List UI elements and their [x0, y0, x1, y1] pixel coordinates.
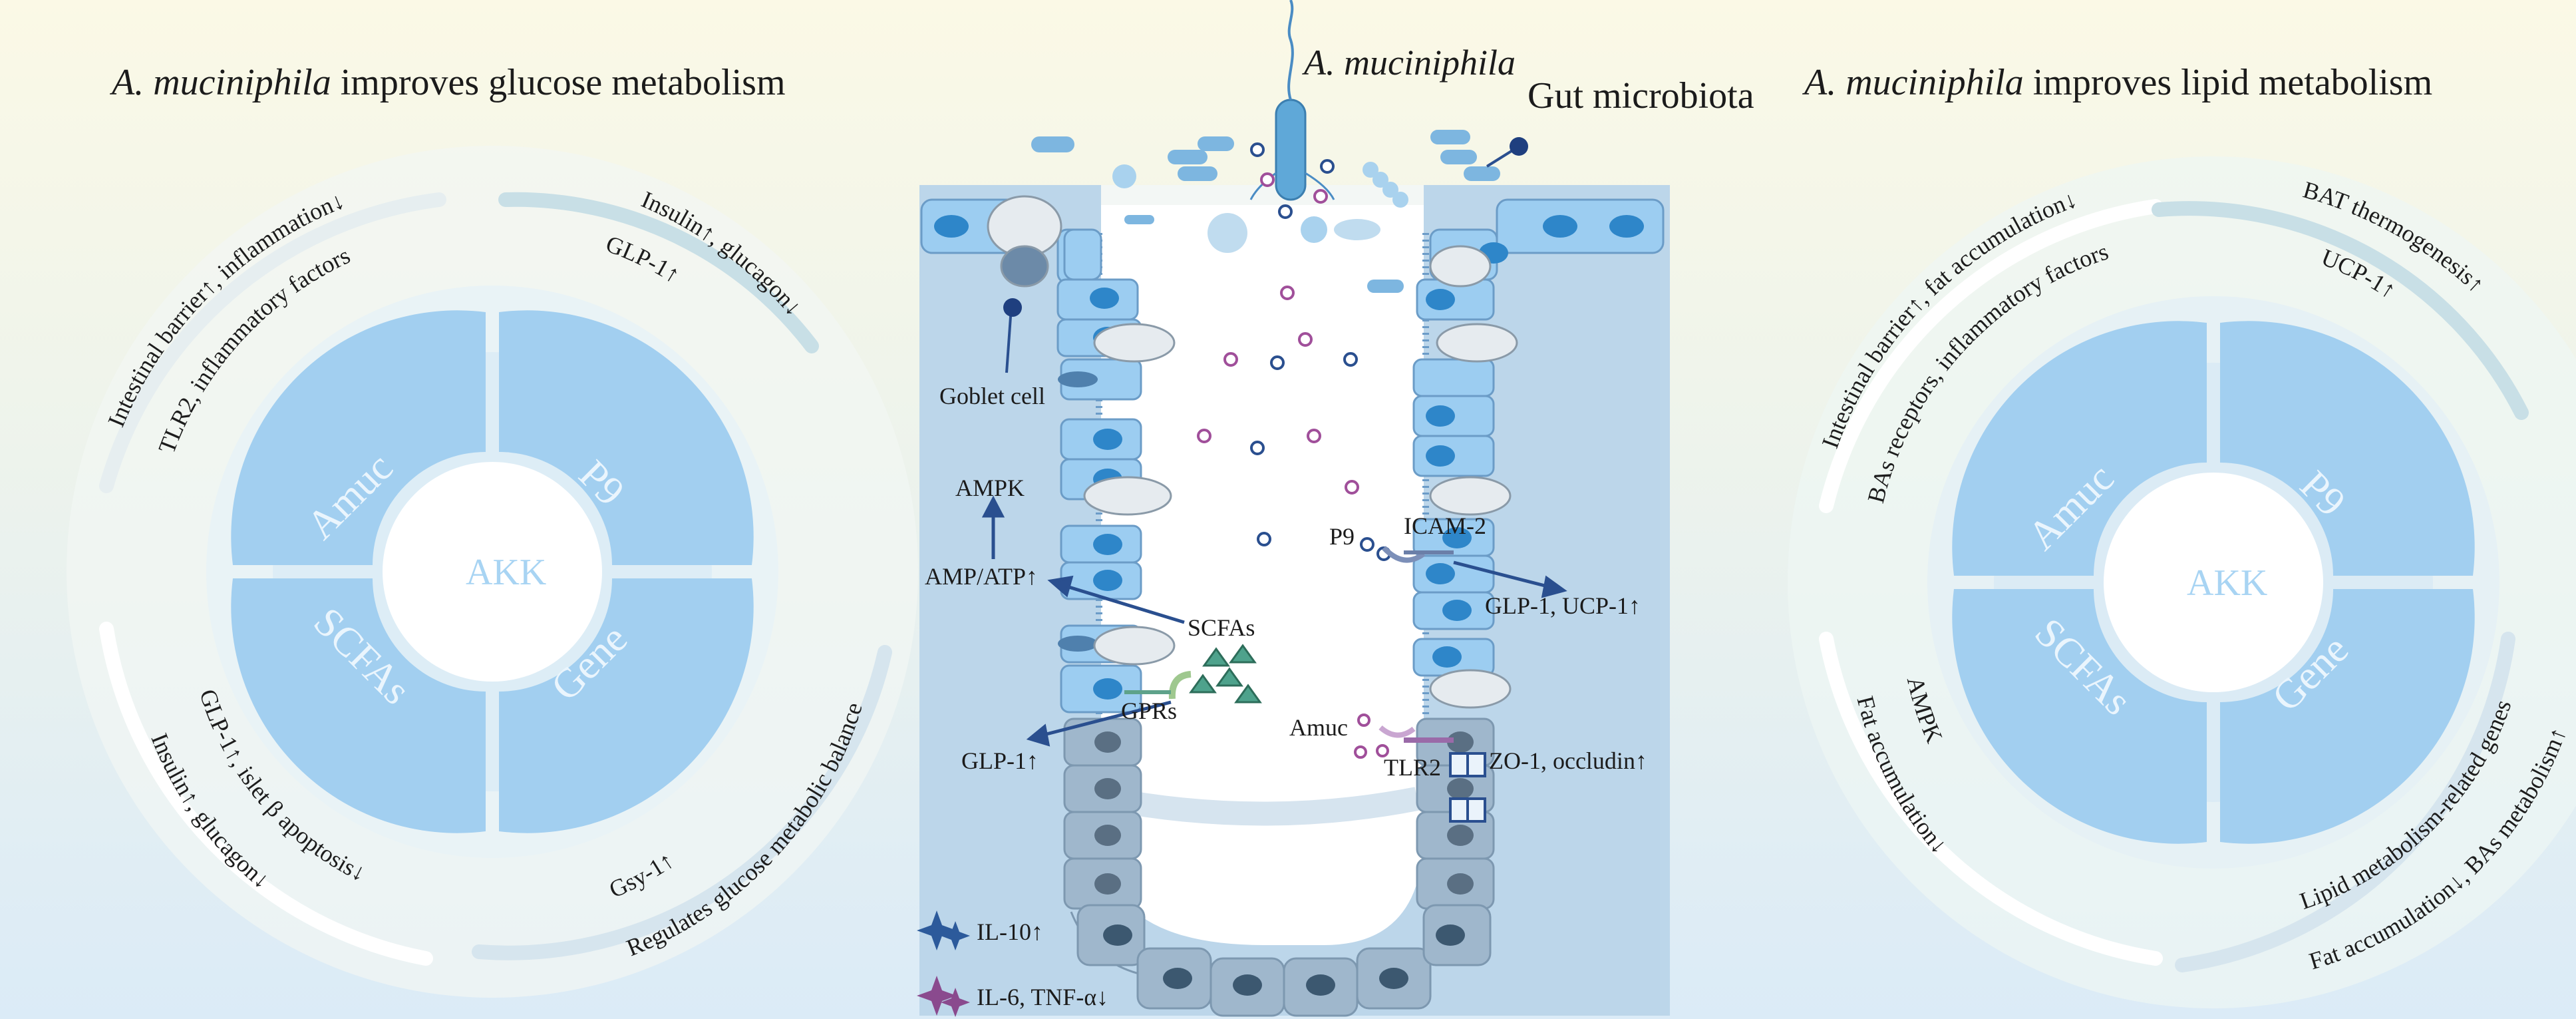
right-outer-arc-tr — [2152, 201, 2529, 420]
right-center-disc — [2104, 473, 2323, 692]
right-center-label: AKK — [2187, 562, 2267, 604]
right-quadrant-gene — [2220, 589, 2475, 844]
left-wheel: AKK Amuc P9 SCFAs Gene TLR2, inflammator… — [67, 146, 918, 998]
left-quadrant-gene — [499, 578, 754, 833]
right-wheel: AKK Amuc P9 SCFAs Gene BAs receptors, in… — [1788, 156, 2576, 1008]
goblet-pointer-dot — [1003, 298, 1022, 317]
tlr2-label: TLR2 — [1384, 754, 1441, 781]
right-quadrant-scfas — [1952, 589, 2207, 844]
pathway-arrows — [981, 495, 1567, 747]
akk-label: A. muciniphila — [1302, 43, 1516, 83]
legend-star-il10 — [917, 911, 970, 950]
lumen-mucus — [1105, 787, 1420, 826]
gpr-receptor — [1168, 671, 1192, 700]
gprs-label: GPRs — [1121, 698, 1177, 724]
left-outer-arc-br — [472, 645, 892, 960]
intestinal-crypt: A. muciniphila Gut microbiota Goblet cel… — [917, 0, 1754, 1017]
left-panel-title: A. muciniphila improves glucose metaboli… — [112, 62, 786, 103]
bacteria — [1031, 0, 1500, 293]
p9-label: P9 — [1329, 523, 1355, 550]
lumen-top — [1101, 185, 1424, 205]
legend-il10-label: IL-10↑ — [977, 918, 1043, 945]
tlr2-receptor — [1378, 725, 1416, 738]
legend-il6-label: IL-6, TNF-α↓ — [977, 984, 1108, 1010]
goblet-cell-label: Goblet cell — [939, 383, 1045, 409]
ampk-label: AMPK — [955, 475, 1025, 501]
crypt-base-cells — [1070, 904, 1492, 1017]
akk-bacterium — [1275, 99, 1307, 201]
glp1-label: GLP-1↑ — [961, 747, 1039, 774]
goblet-pointer — [1005, 307, 1013, 373]
icam2-label: ICAM-2 — [1404, 512, 1486, 539]
left-quadrant-amuc — [231, 310, 486, 565]
amp-atp-label: AMP/ATP↑ — [925, 563, 1038, 590]
left-outer-arc-tl — [99, 192, 446, 493]
left-quadrant-scfas — [231, 578, 486, 833]
tight-junctions — [1449, 752, 1486, 823]
left-outer-arc-bl — [99, 622, 433, 966]
left-center-disc — [383, 462, 602, 682]
right-quadrant-amuc — [1952, 321, 2207, 576]
right-outer-arc-tl — [1819, 199, 2163, 513]
scfas-label: SCFAs — [1188, 614, 1255, 641]
scfa-triangles — [1189, 644, 1262, 704]
right-outer-arc-bl — [1819, 632, 2163, 966]
right-quadrant-p9 — [2220, 321, 2475, 576]
microbiota-pointer-dot — [1510, 137, 1528, 156]
right-panel-title: A. muciniphila improves lipid metabolism — [1804, 62, 2433, 103]
goblet-cells — [987, 195, 1518, 709]
crypt-lumen — [1101, 200, 1424, 945]
amuc-label: Amuc — [1289, 714, 1348, 741]
legend-star-il6 — [917, 976, 970, 1017]
zo1-label: ZO-1, occludin↑ — [1489, 747, 1647, 774]
right-outer-arc-br — [2175, 632, 2515, 972]
glp1-ucp1-label: GLP-1, UCP-1↑ — [1485, 592, 1641, 619]
left-center-label: AKK — [466, 552, 546, 593]
icam2-receptor — [1382, 546, 1426, 563]
gut-microbiota-label: Gut microbiota — [1528, 75, 1754, 116]
left-outer-arc-tr — [498, 192, 819, 353]
left-quadrant-p9 — [499, 310, 754, 565]
